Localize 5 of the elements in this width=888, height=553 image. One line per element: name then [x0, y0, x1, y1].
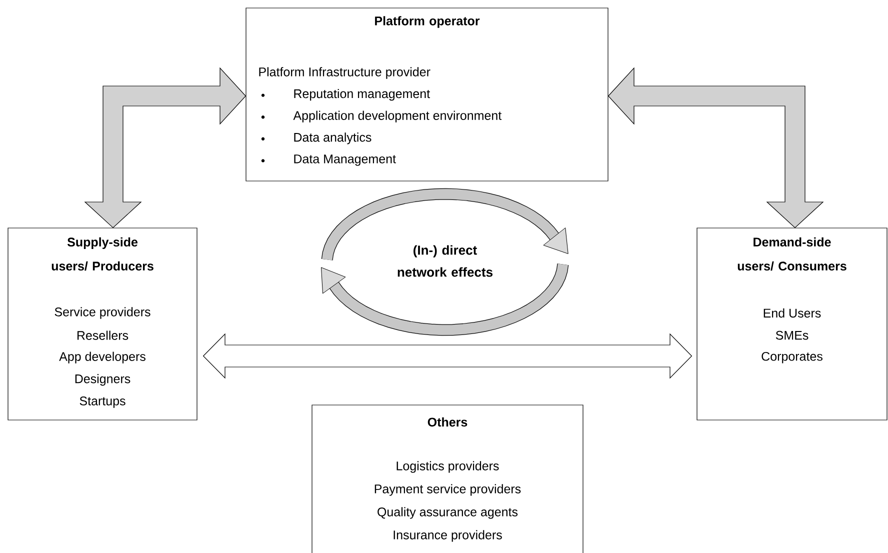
- center-label: (In-) direct network effects: [398, 245, 492, 277]
- text-box: Supply-side users/ Producers Service providers Resellers App developers Designers Startups: [8, 228, 198, 420]
- text-box: Others Logistics providers Payment service providers Quality assurance agents Insurance providers: [312, 404, 584, 553]
- text-box: Platform operator Platform Infrastructure provider Reputation management Application development environment Data analytics Data Management: [246, 8, 608, 182]
- text-box: Demand-side users/ Consumers End Users SMEs Corporates: [696, 228, 888, 420]
